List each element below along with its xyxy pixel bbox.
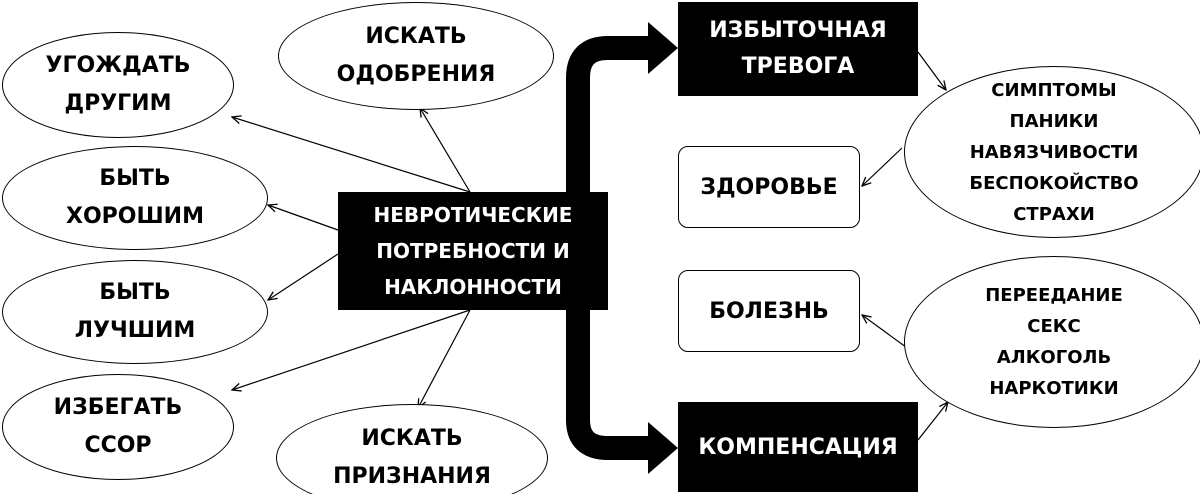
symptom-item: БЕСПОКОЙСТВО — [969, 172, 1139, 194]
arrow-compensations-to-illness — [862, 315, 911, 351]
need-seek-approval: ИСКАТЬ ОДОБРЕНИЯ — [278, 2, 554, 110]
center-line1: НЕВРОТИЧЕСКИЕ — [373, 203, 573, 227]
need-seek-recognition-line1: ИСКАТЬ — [361, 426, 463, 451]
need-please-others-line2: ДРУГИМ — [64, 91, 172, 116]
arrow-to-seek-approval — [420, 108, 471, 193]
symptom-item: ПАНИКИ — [1009, 110, 1099, 132]
arrowhead-to-anxiety — [648, 22, 678, 74]
compensation-item: НАРКОТИКИ — [989, 378, 1119, 399]
compensation-item: СЕКС — [1027, 316, 1081, 337]
need-be-good: БЫТЬ ХОРОШИМ — [2, 146, 268, 250]
arrow-anxiety-to-symptoms — [917, 51, 946, 90]
arrow-to-be-best — [268, 253, 339, 300]
need-avoid-conflict: ИЗБЕГАТЬ ССОР — [2, 374, 234, 480]
outcome-health: ЗДОРОВЬЕ — [678, 146, 860, 228]
center-neurotic-needs: НЕВРОТИЧЕСКИЕ ПОТРЕБНОСТИ И НАКЛОННОСТИ — [338, 192, 608, 310]
need-seek-recognition-line2: ПРИЗНАНИЯ — [333, 464, 491, 489]
arrowhead-to-compensation — [648, 422, 678, 474]
symptoms-ellipse: СИМПТОМЫ ПАНИКИ НАВЯЗЧИВОСТИ БЕСПОКОЙСТВ… — [904, 66, 1200, 238]
need-seek-recognition: ИСКАТЬ ПРИЗНАНИЯ — [276, 404, 548, 494]
need-seek-approval-line2: ОДОБРЕНИЯ — [336, 62, 496, 87]
symptom-item: НАВЯЗЧИВОСТИ — [969, 141, 1139, 163]
compensation-item: АЛКОГОЛЬ — [996, 347, 1112, 368]
outcome-anxiety: ИЗБЫТОЧНАЯ ТРЕВОГА — [678, 2, 918, 96]
outcome-illness: БОЛЕЗНЬ — [678, 270, 860, 352]
compensations-ellipse: ПЕРЕЕДАНИЕ СЕКС АЛКОГОЛЬ НАРКОТИКИ — [904, 256, 1200, 428]
need-be-good-line1: БЫТЬ — [99, 166, 171, 191]
outcome-health-label: ЗДОРОВЬЕ — [700, 174, 838, 200]
outcome-compensation-label: КОМПЕНСАЦИЯ — [698, 434, 898, 460]
need-be-best-line2: ЛУЧШИМ — [74, 318, 196, 343]
need-please-others-line1: УГОЖДАТЬ — [45, 53, 191, 78]
need-avoid-conflict-line1: ИЗБЕГАТЬ — [53, 395, 183, 420]
need-be-good-line2: ХОРОШИМ — [66, 204, 204, 229]
outcome-anxiety-line2: ТРЕВОГА — [741, 54, 855, 79]
outcome-illness-label: БОЛЕЗНЬ — [709, 298, 829, 324]
arrow-to-please-others — [232, 117, 471, 193]
symptom-item: СИМПТОМЫ — [991, 79, 1117, 101]
symptom-item: СТРАХИ — [1013, 203, 1095, 225]
need-avoid-conflict-line2: ССОР — [84, 433, 152, 458]
arrow-compensation-to-compensations — [917, 402, 948, 441]
arrow-to-avoid-conflict — [232, 309, 471, 390]
need-be-best-line1: БЫТЬ — [99, 280, 171, 305]
arrow-to-seek-recognition — [418, 309, 471, 408]
need-seek-approval-line1: ИСКАТЬ — [365, 24, 467, 49]
compensation-item: ПЕРЕЕДАНИЕ — [985, 285, 1123, 306]
need-please-others: УГОЖДАТЬ ДРУГИМ — [2, 32, 234, 138]
outcome-compensation: КОМПЕНСАЦИЯ — [678, 402, 918, 492]
need-be-best: БЫТЬ ЛУЧШИМ — [2, 260, 268, 364]
arrow-symptoms-to-health — [862, 147, 903, 186]
main-bracket-arrow — [566, 36, 652, 192]
arrow-to-be-good — [268, 205, 339, 231]
outcome-anxiety-line1: ИЗБЫТОЧНАЯ — [709, 18, 887, 43]
center-line3: НАКЛОННОСТИ — [384, 275, 562, 299]
main-bracket-arrow-lower — [566, 300, 652, 460]
center-line2: ПОТРЕБНОСТИ И — [376, 239, 570, 263]
